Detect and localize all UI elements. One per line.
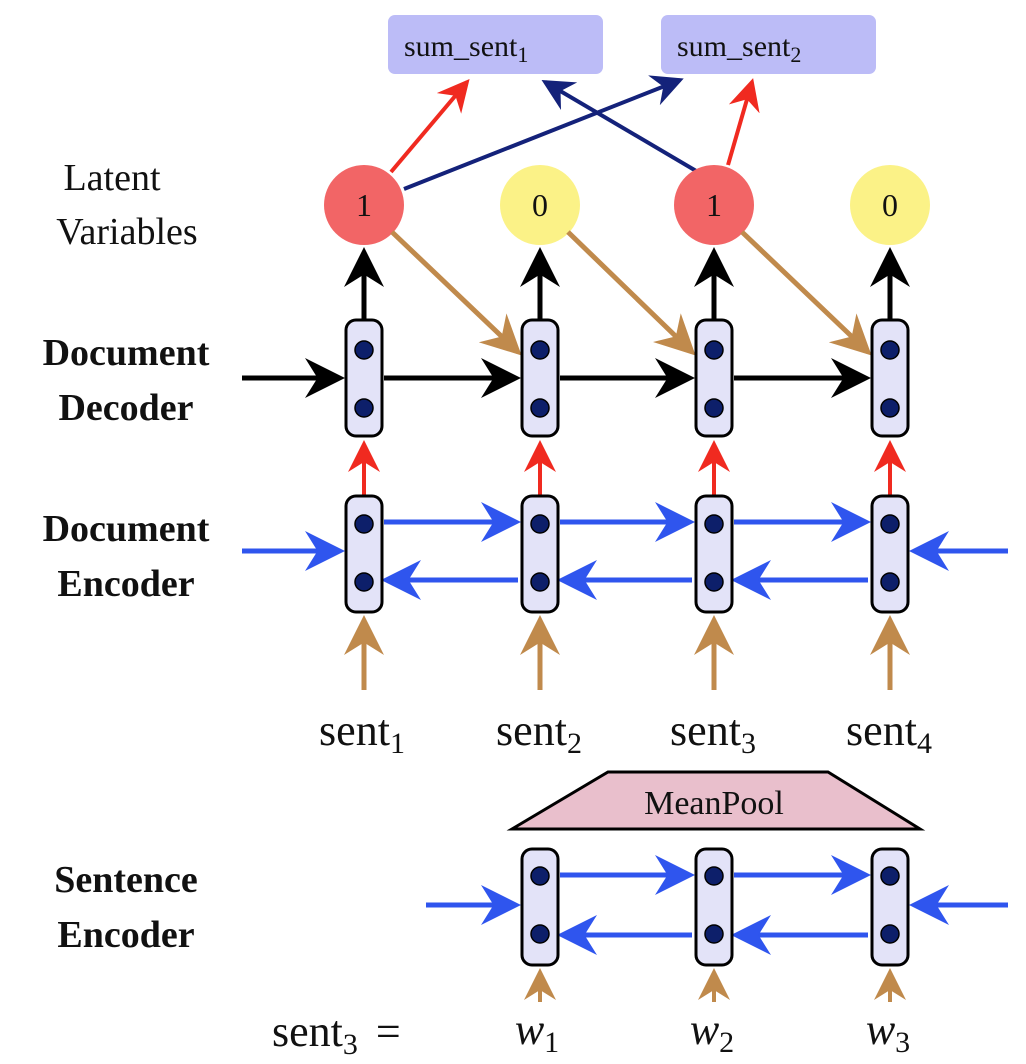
summary-sentence-2-box: sum_sent2 [661,15,876,74]
latent-node-3: 1 [674,165,754,245]
decoder-cell-1 [344,318,384,438]
feedback-arrow-1 [390,230,522,356]
sentence-label-1: sent1 [319,706,405,760]
order-arrow-1-to-sum2 [403,75,684,191]
sentence-label-4: sent4 [846,706,932,760]
feedback-arrow-3 [740,230,872,356]
encoder-cell-4 [870,494,910,614]
svg-text:0: 0 [532,187,548,223]
select-arrow-1-to-sum1 [389,78,470,174]
decoder-cell-2 [520,318,560,438]
decoder-cell-4 [870,318,910,438]
sentence-encoder-cell-1 [520,847,560,967]
sentence-encoder-label-line1: Sentence [54,859,198,901]
sentence-encoder-cell-2 [694,847,734,967]
document-decoder-label-line2: Decoder [58,387,193,429]
svg-text:MeanPool: MeanPool [644,785,784,822]
summary-sentence-1-box: sum_sent1 [388,15,603,74]
svg-text:sum_sent2: sum_sent2 [677,30,801,67]
order-arrow-3-to-sum1 [541,79,705,177]
svg-text:0: 0 [882,187,898,223]
latent-variables-label-line1: Latent [63,157,161,199]
latent-node-1: 1 [324,165,404,245]
document-encoder-label-line2: Encoder [57,563,194,605]
latent-variables-label-line2: Variables [56,211,197,253]
encoder-cell-1 [344,494,384,614]
document-decoder-label-line1: Document [43,332,210,374]
word-label-2: w2 [690,1005,734,1059]
sentence-label-3: sent3 [670,706,756,760]
document-encoder-label-line1: Document [43,508,210,550]
word-label-3: w3 [866,1005,910,1059]
sentence-label-2: sent2 [496,706,582,760]
sentence-encoder-label-line2: Encoder [57,914,194,956]
select-arrow-3-to-sum2 [726,78,760,166]
decoder-cell-3 [694,318,734,438]
svg-text:sum_sent1: sum_sent1 [404,30,528,67]
encoder-cell-3 [694,494,734,614]
sentence-encoder-cell-3 [870,847,910,967]
svg-text:1: 1 [706,187,722,223]
meanpool-block: MeanPool [506,770,926,831]
svg-text:1: 1 [356,187,372,223]
word-label-1: w1 [515,1005,559,1059]
latent-node-2: 0 [500,165,580,245]
sentence-equation: sent3= [272,1007,401,1061]
latent-node-4: 0 [850,165,930,245]
feedback-arrow-2 [566,230,696,356]
encoder-cell-2 [520,494,560,614]
